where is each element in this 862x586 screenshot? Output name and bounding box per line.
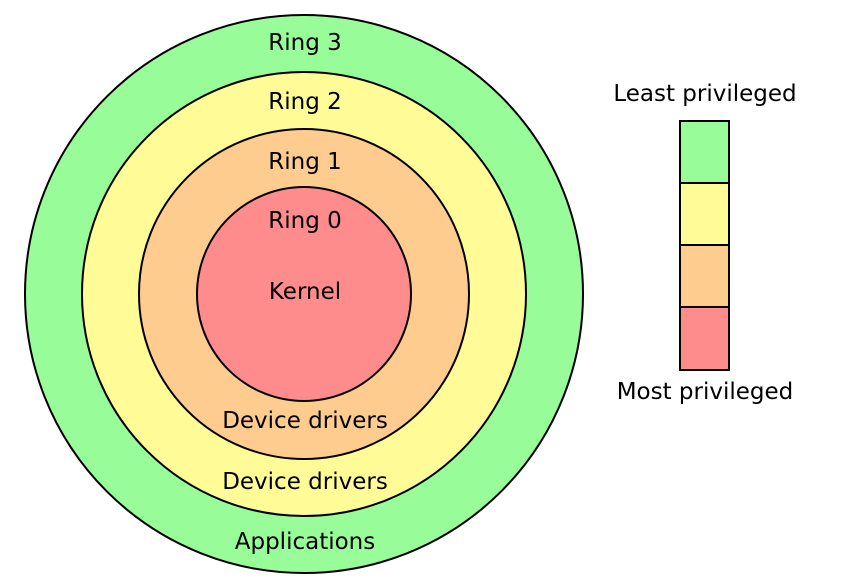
ring-0-label: Ring 0 [268,208,342,234]
privilege-legend: Least privileged Most privileged [613,81,796,405]
ring-1-label: Ring 1 [268,149,342,175]
ring-3-content-label: Applications [235,529,376,555]
legend-swatch-ring-1 [679,244,730,308]
legend-swatch-ring-3 [679,120,730,184]
ring-2-content-label: Device drivers [222,469,388,495]
legend-bottom-label: Most privileged [617,379,794,405]
legend-top-label: Least privileged [613,81,796,107]
ring-1-content-label: Device drivers [222,408,388,434]
kernel-label: Kernel [269,279,341,305]
ring-0-circle [196,186,412,402]
ring-2-label: Ring 2 [268,89,342,115]
legend-swatch-ring-2 [679,182,730,246]
ring-3-label: Ring 3 [268,30,342,56]
legend-swatch-ring-0 [679,306,730,371]
